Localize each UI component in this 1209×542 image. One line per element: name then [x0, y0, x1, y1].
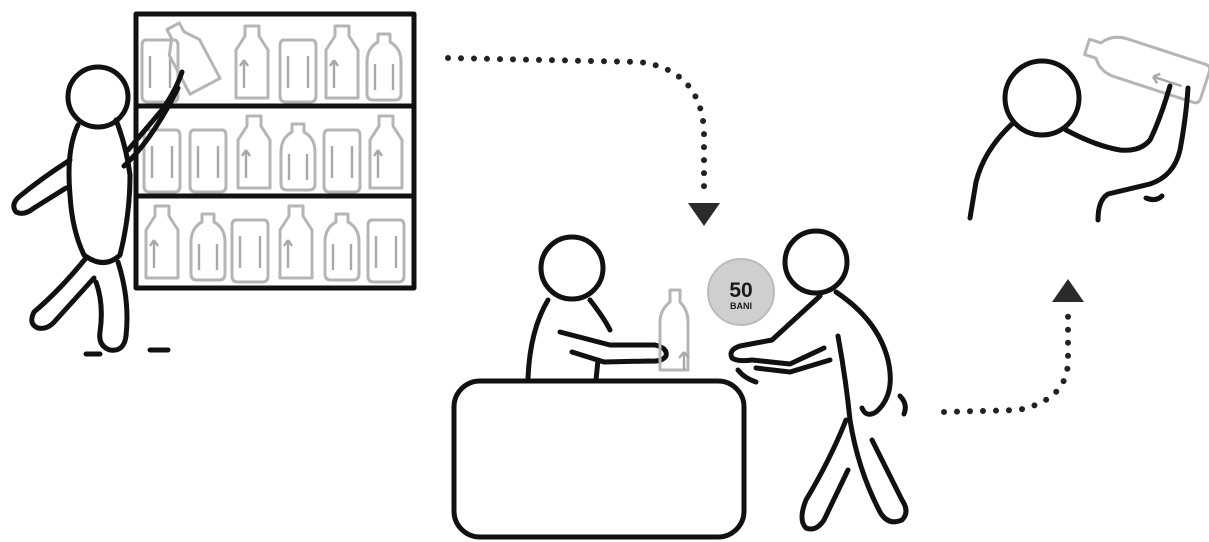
- dotted-arrow-icon: [944, 279, 1084, 412]
- cashier-person-icon: [528, 237, 666, 380]
- shelf-row-2: [144, 116, 402, 192]
- coin-icon: 50 BANI: [708, 259, 774, 325]
- bottle-shelf-icon: [136, 14, 414, 288]
- coin-unit: BANI: [730, 301, 752, 311]
- person-reaching-shelf-icon: [14, 67, 182, 354]
- coin-value: 50: [729, 279, 752, 302]
- counter-icon: [454, 381, 744, 537]
- person-drinking-icon: [970, 61, 1188, 220]
- shelf-row-1: [142, 26, 401, 102]
- recycling-bottle-icon: [158, 18, 220, 94]
- dotted-arrow-icon: [448, 58, 720, 226]
- shelf-row-3: [146, 206, 404, 282]
